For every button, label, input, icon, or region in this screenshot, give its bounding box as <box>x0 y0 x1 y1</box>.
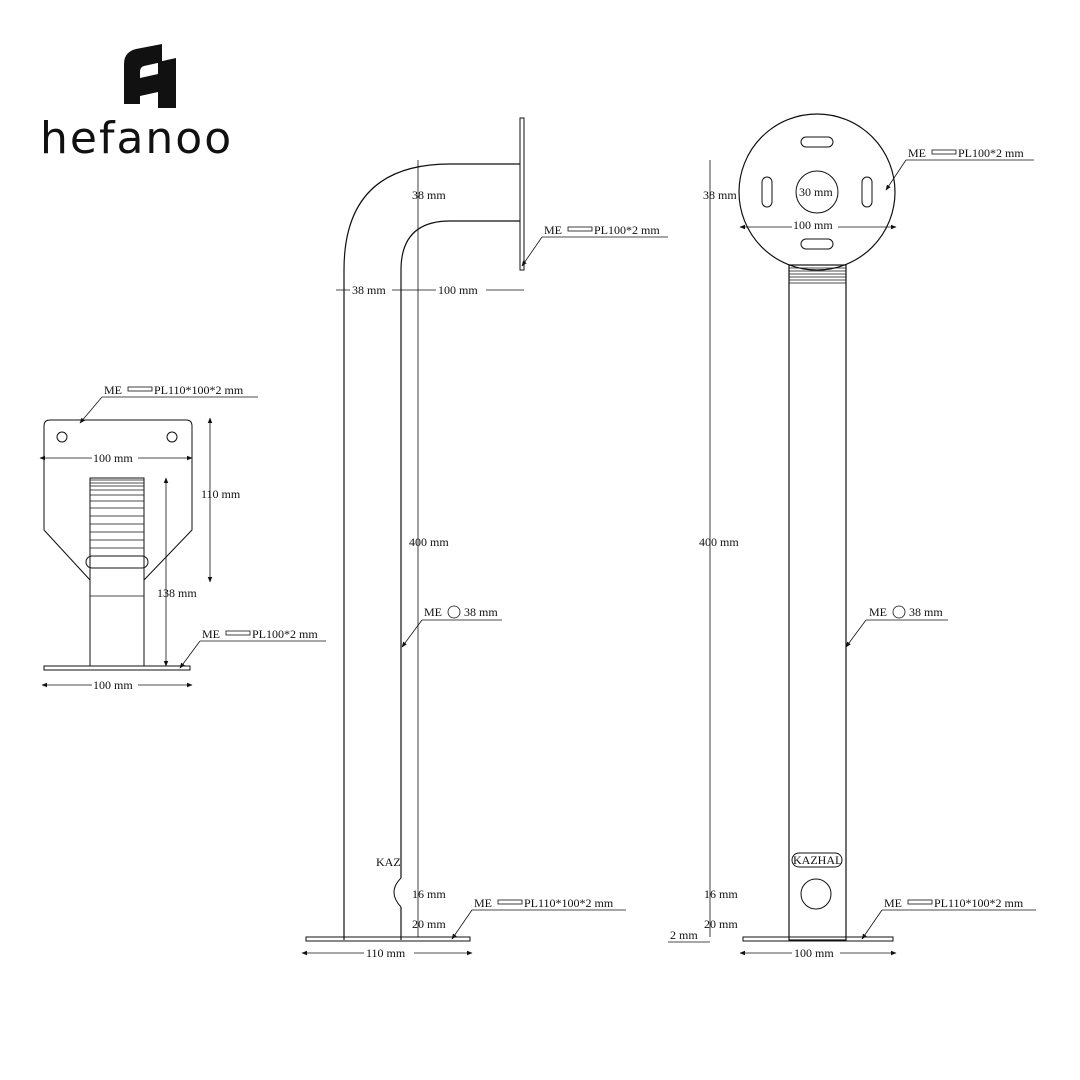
pipe-hole-profile <box>393 877 402 908</box>
plate-spec: PL110*100*2 mm <box>154 383 244 397</box>
top-plate-side <box>519 117 525 271</box>
center-hole <box>795 170 839 214</box>
plate-symbol-icon <box>907 899 933 905</box>
slot-left <box>761 176 773 208</box>
plate-label: ME <box>544 223 562 237</box>
base-plate-front <box>742 936 894 942</box>
slot-top <box>800 136 834 148</box>
front-view: 30 mm 100 mm KAZHAL 38 mm 400 mm 16 mm 2… <box>668 113 1036 960</box>
dim-hole: 16 mm <box>412 887 446 901</box>
top-plate-round <box>738 113 896 271</box>
dim-base-width: 100 mm <box>794 946 834 960</box>
plate-symbol-icon <box>497 899 523 905</box>
plate-spec: PL100*2 mm <box>252 627 318 641</box>
base-plate-view: 100 mm 110 mm 138 mm 100 mm ME PL110*100… <box>39 383 326 692</box>
bottom-plate <box>43 665 191 671</box>
pipe-spec: 38 mm <box>909 605 943 619</box>
dim-base-length: 110 mm <box>366 946 406 960</box>
pipe-threads <box>789 267 846 284</box>
dim-offset: 20 mm <box>704 917 738 931</box>
dim-reach: 100 mm <box>438 283 478 297</box>
pipe-threads <box>90 479 144 597</box>
stamp-badge <box>791 852 843 868</box>
plate-symbol-icon <box>225 630 251 636</box>
slot-right <box>861 176 873 208</box>
pipe-spec: 38 mm <box>464 605 498 619</box>
pipe-symbol-icon <box>447 605 461 619</box>
mount-hole <box>166 431 178 443</box>
plate-symbol-icon <box>931 149 957 155</box>
dim-hole: 16 mm <box>704 887 738 901</box>
dim-plate-height: 110 mm <box>201 487 241 501</box>
plate-symbol-icon <box>127 386 153 392</box>
stamp-text: KAZ <box>376 855 401 869</box>
dim-base-width: 100 mm <box>93 678 133 692</box>
bent-pipe-inner <box>400 220 520 940</box>
dim-plate-diameter: 100 mm <box>793 218 833 232</box>
dim-pipe-diameter: 38 mm <box>412 188 446 202</box>
dim-offset: 20 mm <box>412 917 446 931</box>
plate-spec: PL100*2 mm <box>958 146 1024 160</box>
plate-label: ME <box>104 383 122 397</box>
plate-spec: PL100*2 mm <box>594 223 660 237</box>
mount-hole <box>56 431 68 443</box>
brand-logo: hefanoo <box>40 44 233 164</box>
dim-thickness: 2 mm <box>670 928 698 942</box>
brand-name: hefanoo <box>40 113 233 164</box>
pipe-symbol-icon <box>892 605 906 619</box>
dim-height: 400 mm <box>409 535 449 549</box>
pipe-label: ME <box>424 605 442 619</box>
stamp-text: KAZHAL <box>793 853 842 867</box>
plate-spec: PL110*100*2 mm <box>524 896 614 910</box>
dim-hole-diameter: 30 mm <box>799 185 833 199</box>
pipe-label: ME <box>869 605 887 619</box>
logo-mark-icon <box>124 44 176 108</box>
pipe-hole <box>800 878 832 910</box>
pipe-front <box>89 477 145 667</box>
plate-label: ME <box>908 146 926 160</box>
slot-bottom <box>800 238 834 250</box>
dim-pipe-diameter: 38 mm <box>703 188 737 202</box>
pipe-front <box>788 264 847 941</box>
plate-label: ME <box>474 896 492 910</box>
plate-label: ME <box>202 627 220 641</box>
dim-plate-width: 100 mm <box>93 451 133 465</box>
side-view: KAZ 38 mm 400 mm 16 mm 20 mm 38 mm 100 m… <box>301 117 668 960</box>
dim-height: 400 mm <box>699 535 739 549</box>
bent-pipe-outer <box>343 163 520 940</box>
pipe-slot <box>85 555 149 569</box>
plate-symbol-icon <box>567 226 593 232</box>
dim-pipe-width: 38 mm <box>352 283 386 297</box>
dim-pipe-height: 138 mm <box>157 586 197 600</box>
plate-spec: PL110*100*2 mm <box>934 896 1024 910</box>
plate-label: ME <box>884 896 902 910</box>
base-plate-side <box>305 936 471 942</box>
